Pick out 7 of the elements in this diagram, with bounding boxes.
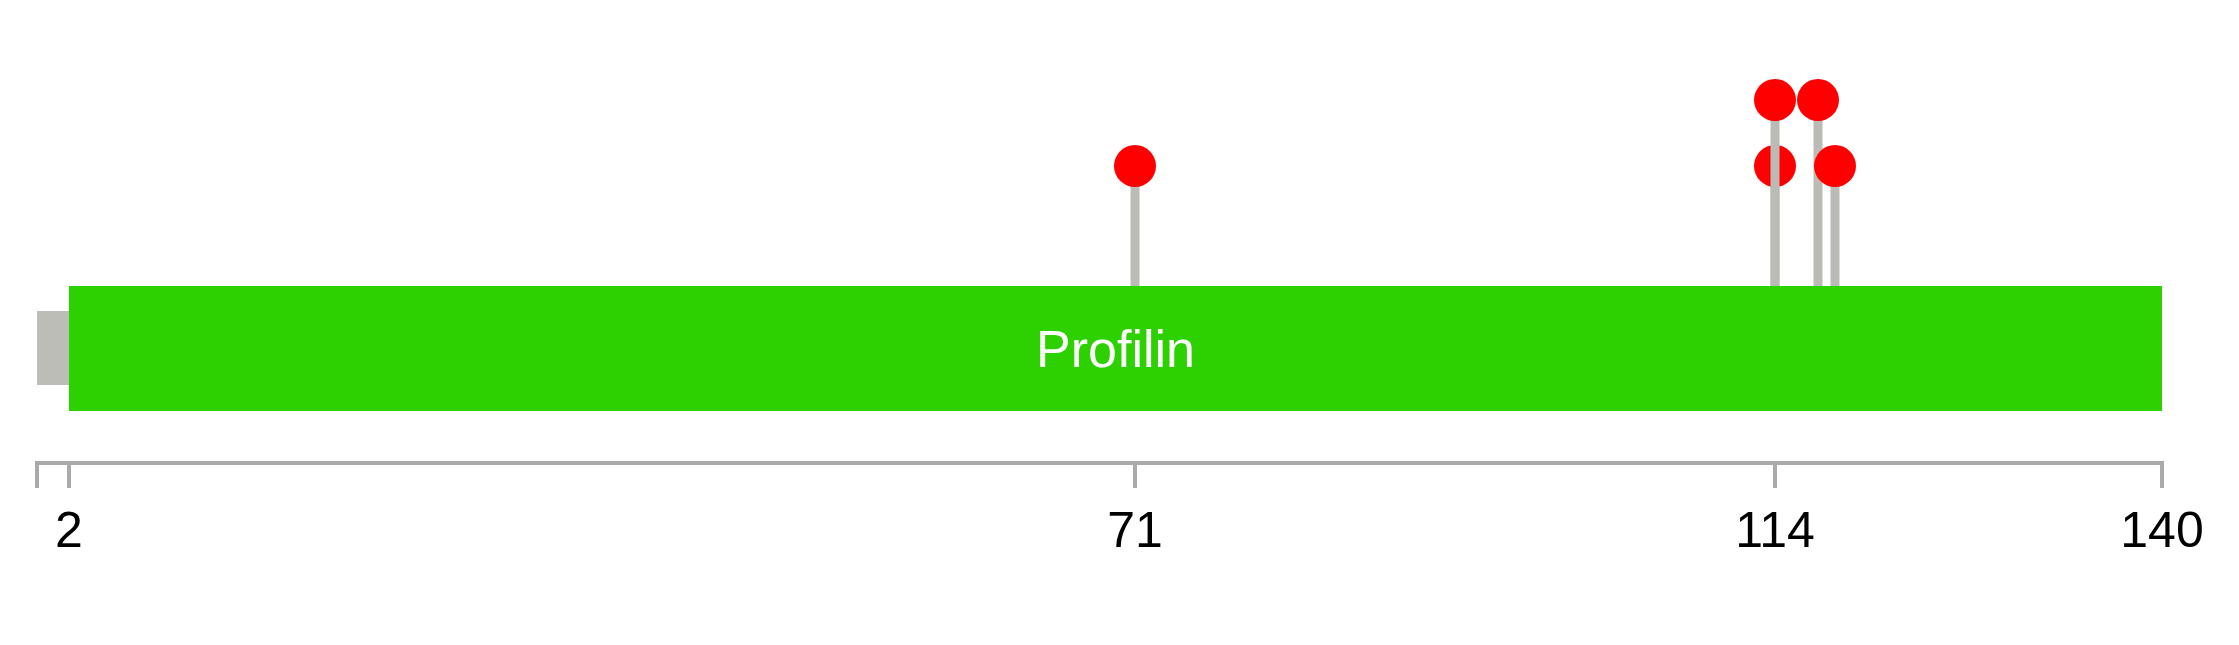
domain-label: Profilin [1036, 322, 1195, 375]
tick-label: 114 [1735, 505, 1815, 555]
domain-bar [69, 286, 2162, 411]
tick-label: 140 [2120, 505, 2204, 555]
tick-label: 71 [1107, 505, 1163, 555]
tick-label: 2 [55, 505, 83, 555]
sequence-bar [37, 311, 69, 385]
